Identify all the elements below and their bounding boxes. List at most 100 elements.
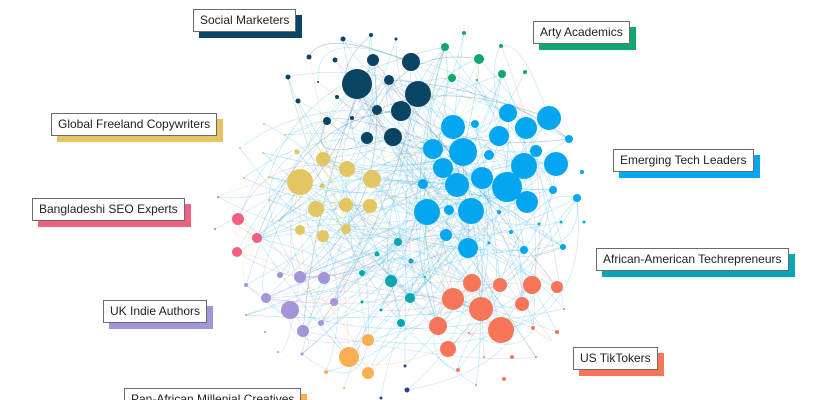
node-tech	[573, 194, 581, 202]
node-copy	[363, 199, 377, 213]
edge	[299, 181, 473, 284]
edge	[371, 178, 470, 334]
edge	[320, 120, 394, 151]
node-tech	[458, 238, 478, 258]
edge	[299, 181, 350, 358]
edge	[256, 237, 454, 300]
edge	[342, 38, 434, 150]
edge	[474, 73, 503, 133]
node-tiktok	[523, 276, 541, 294]
node-copy	[262, 152, 264, 154]
edge	[521, 303, 552, 341]
edge	[476, 79, 523, 305]
node-tiktok	[468, 332, 470, 334]
label-arty-academics: Arty Academics	[533, 21, 636, 50]
edge	[315, 163, 483, 210]
edge	[326, 120, 434, 154]
node-arty	[498, 70, 506, 78]
node-tiktok	[440, 341, 456, 357]
edge	[289, 308, 565, 329]
node-tech	[580, 170, 584, 174]
node-copy	[268, 199, 270, 201]
node-copy	[287, 169, 313, 195]
node-copy	[268, 176, 270, 178]
node-tech	[418, 179, 428, 189]
label-bangladeshi-seo-experts: Bangladeshi SEO Experts	[32, 198, 191, 227]
edge	[415, 126, 454, 327]
node-panaf	[362, 334, 374, 346]
edge	[500, 45, 541, 286]
node-tiktok	[483, 356, 485, 358]
edge	[346, 58, 480, 170]
edge	[265, 241, 399, 299]
edge	[217, 120, 328, 199]
edge	[478, 58, 537, 152]
node-arty	[499, 44, 503, 48]
node-tech	[582, 220, 586, 224]
node-seo	[232, 213, 244, 225]
label-uk-indie-authors: UK Indie Authors	[103, 300, 214, 329]
node-panaf	[343, 387, 345, 389]
node-social	[394, 37, 398, 41]
edge	[322, 158, 444, 172]
node-tech	[520, 246, 528, 254]
node-tech	[537, 106, 561, 130]
node-social	[306, 54, 312, 60]
node-social	[317, 81, 319, 83]
node-aat	[394, 238, 402, 246]
nodes-layer	[214, 31, 586, 400]
node-tech	[445, 173, 469, 197]
node-social	[384, 128, 402, 146]
node-social	[350, 116, 354, 120]
edge	[371, 79, 401, 180]
edge	[358, 79, 390, 111]
edge	[315, 208, 428, 237]
edge	[290, 181, 335, 303]
node-aat	[359, 270, 365, 276]
edge	[430, 58, 480, 150]
edge	[245, 308, 482, 319]
node-tiktok	[488, 317, 514, 343]
node-social	[342, 69, 372, 99]
node-uk	[297, 325, 309, 337]
node-tech	[471, 120, 479, 128]
edge	[245, 284, 282, 314]
edge	[237, 164, 348, 220]
edge	[438, 207, 473, 284]
node-uk	[281, 301, 299, 319]
edge	[309, 83, 358, 160]
edge	[322, 77, 453, 160]
node-uk	[318, 272, 330, 284]
node-indigo	[403, 364, 407, 368]
node-aat	[360, 300, 364, 304]
node-social	[295, 98, 301, 104]
edge	[236, 83, 358, 253]
node-uk	[277, 351, 279, 353]
node-tiktok	[469, 297, 493, 321]
edge	[385, 79, 450, 211]
node-seo	[252, 233, 262, 243]
edge	[268, 199, 411, 299]
node-tech	[414, 199, 440, 225]
edge	[287, 76, 348, 170]
edge	[481, 135, 500, 358]
edge	[308, 56, 350, 358]
edge	[345, 204, 525, 251]
node-uk	[318, 320, 324, 326]
node-copy	[294, 149, 300, 155]
edge	[299, 181, 469, 249]
edge	[470, 210, 564, 257]
edge	[299, 228, 352, 252]
node-tech	[499, 104, 517, 122]
edge	[262, 181, 301, 299]
node-tiktok	[510, 355, 514, 359]
node-aat	[424, 276, 426, 278]
edge	[419, 46, 454, 300]
node-arty	[476, 79, 478, 81]
edge	[278, 127, 527, 222]
node-tiktok	[475, 384, 477, 386]
node-arty	[474, 54, 484, 64]
edge	[322, 73, 503, 160]
node-tiktok	[502, 377, 506, 381]
node-uk	[245, 314, 247, 316]
